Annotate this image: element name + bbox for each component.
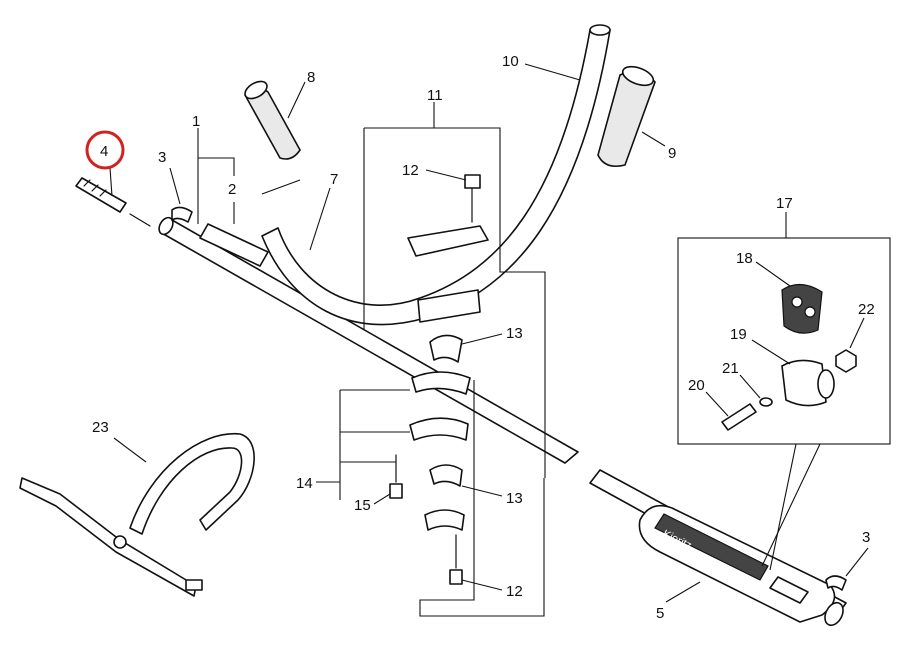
callout-20: 20 [688, 377, 705, 394]
handlebar [261, 24, 611, 326]
callout-3-left: 3 [158, 149, 166, 166]
callout-14: 14 [296, 475, 313, 492]
lower-clamp-group [389, 371, 545, 617]
callout-7: 7 [330, 171, 338, 188]
callout-10: 10 [502, 53, 519, 70]
sleeve-2 [199, 223, 269, 267]
callout-5: 5 [656, 605, 664, 622]
left-grip [244, 80, 301, 160]
callout-18: 18 [736, 250, 753, 267]
callout-17: 17 [776, 195, 793, 212]
group-14-bracket [339, 389, 410, 500]
callout-12-top: 12 [402, 162, 419, 179]
bushing-3-right [825, 575, 847, 591]
callout-3-right: 3 [862, 529, 870, 546]
callout-4: 4 [100, 143, 108, 160]
right-grip [597, 65, 656, 168]
clamp-detail-box [677, 237, 891, 445]
callout-21: 21 [722, 360, 739, 377]
callout-1: 1 [192, 113, 200, 130]
shaft-housing: Kioritz [638, 504, 844, 627]
drive-shaft-end [75, 177, 151, 227]
callout-19: 19 [730, 326, 747, 343]
shoulder-harness [19, 433, 255, 597]
handle-clamp-box [363, 127, 546, 478]
callout-8: 8 [307, 69, 315, 86]
callout-13-bottom: 13 [506, 490, 523, 507]
callout-13-top: 13 [506, 325, 523, 342]
leader-lines [109, 63, 869, 603]
bushing-3-left [171, 206, 193, 223]
callout-9: 9 [668, 145, 676, 162]
callout-23: 23 [92, 419, 109, 436]
callout-11: 11 [427, 87, 443, 104]
highlight-circle [85, 130, 125, 170]
callout-2: 2 [228, 181, 236, 198]
callout-12-bottom: 12 [506, 583, 523, 600]
callouts: 1 2 3 3 4 5 7 8 9 10 11 12 12 13 13 14 1… [92, 53, 875, 622]
callout-15: 15 [354, 497, 371, 514]
callout-22: 22 [858, 301, 875, 318]
